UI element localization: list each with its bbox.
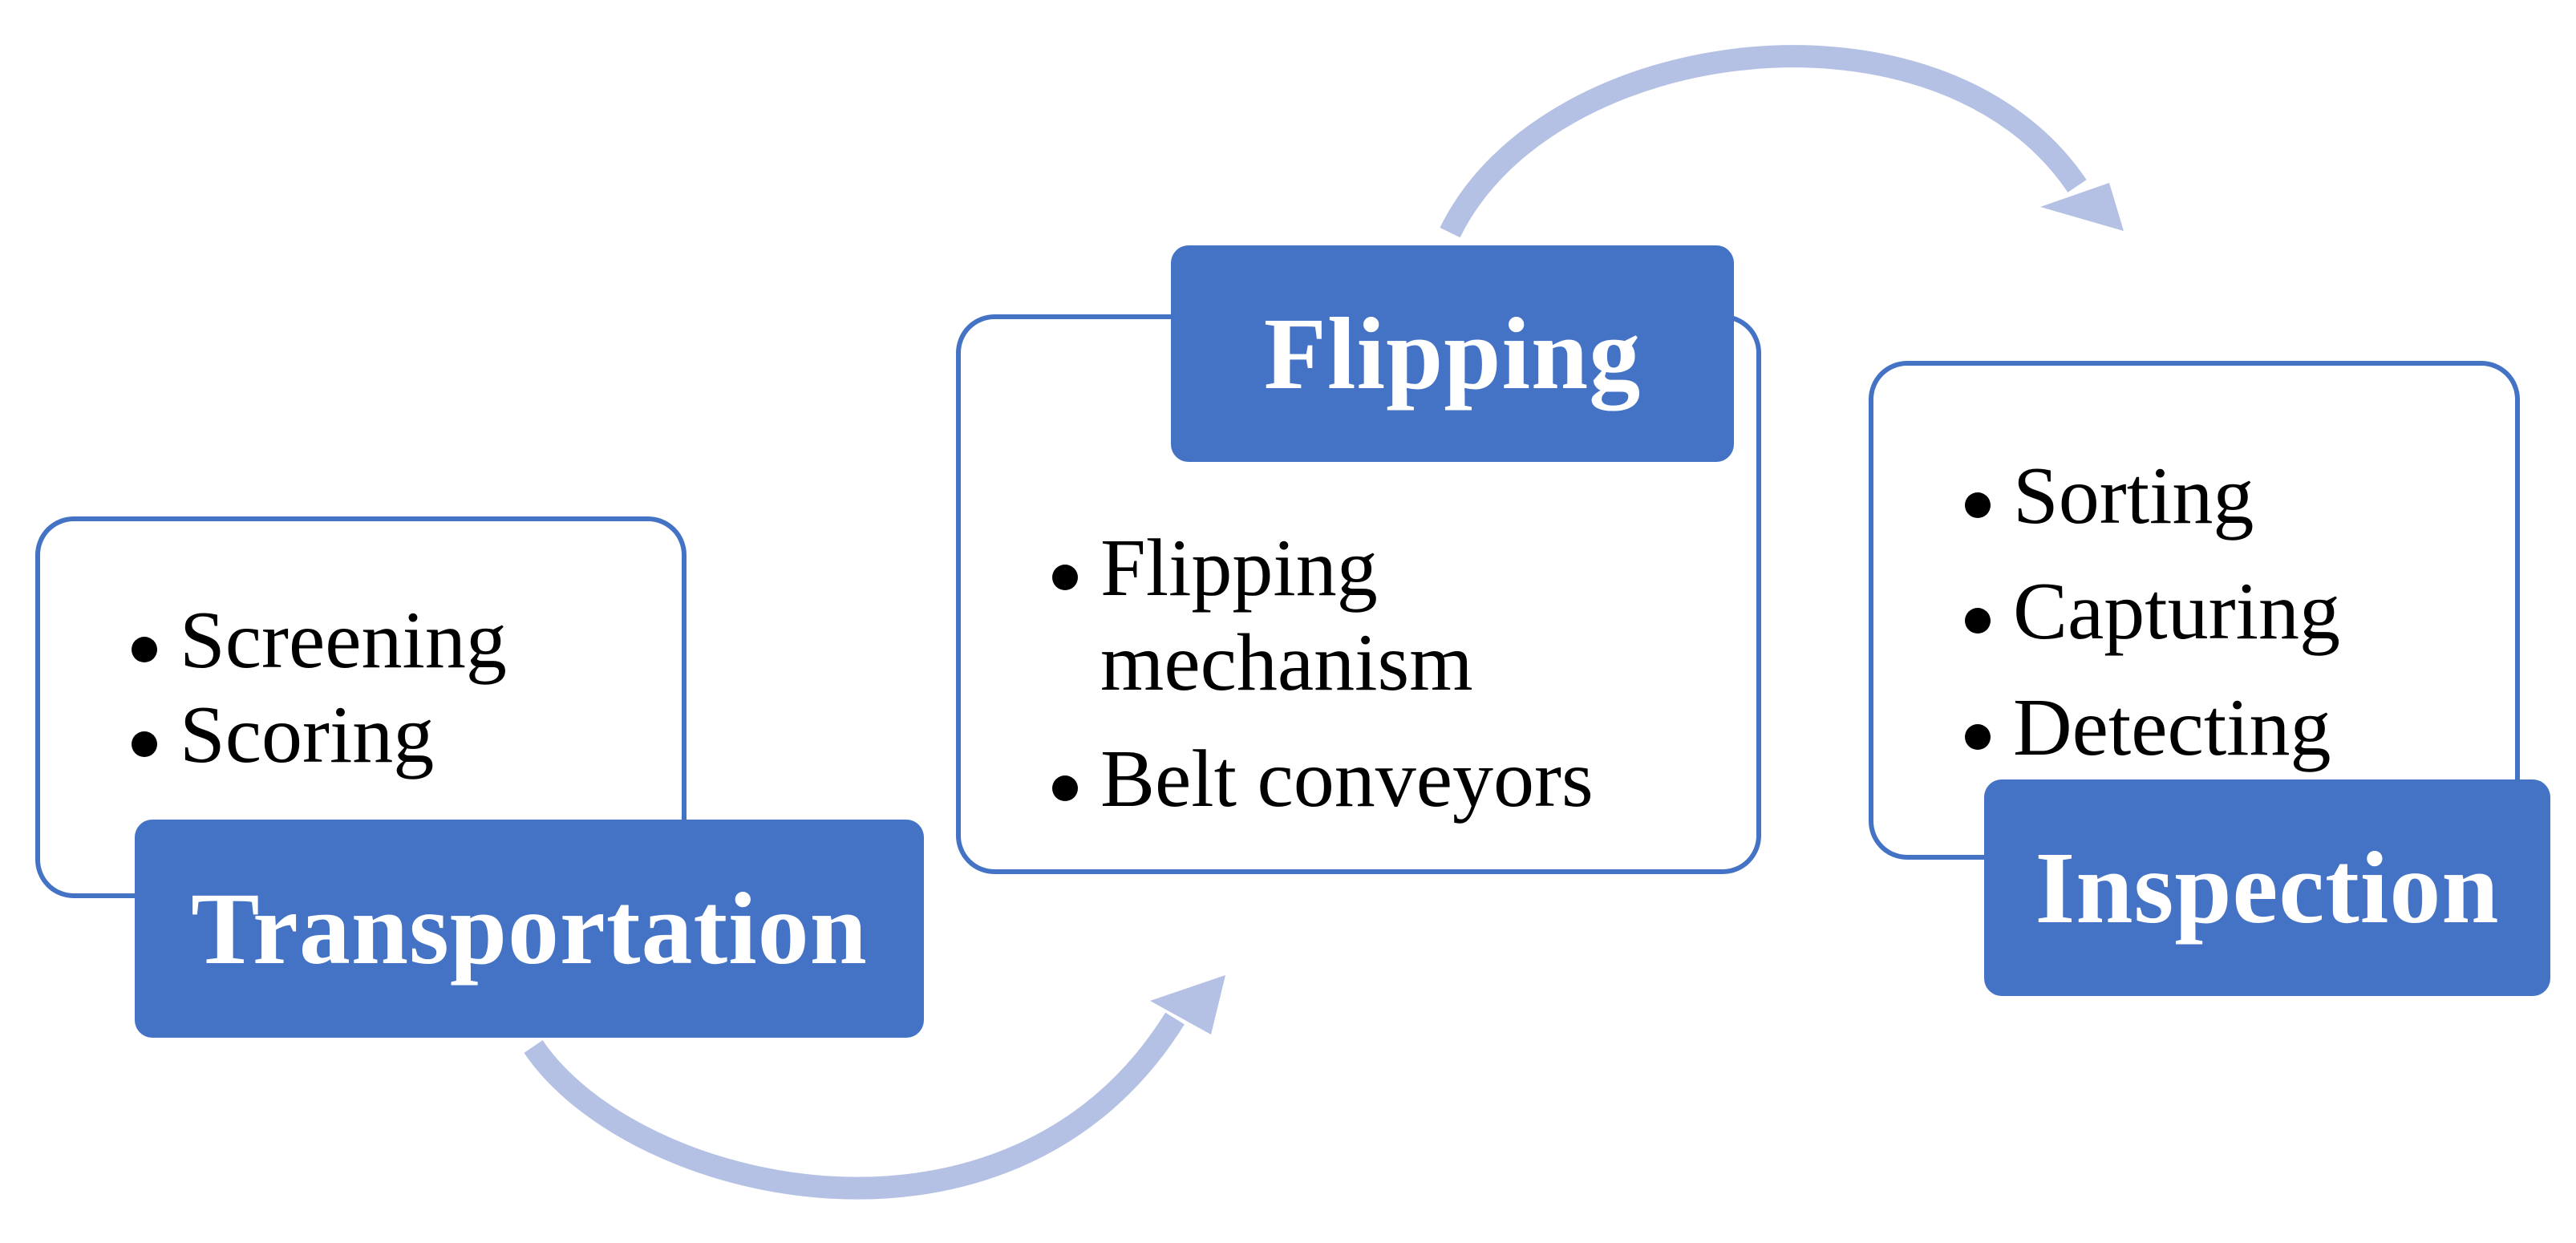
inspection-panel: Sorting Capturing Detecting bbox=[1869, 361, 2520, 860]
inspection-title: Inspection bbox=[1984, 779, 2550, 996]
list-item: Belt conveyors bbox=[1044, 732, 1702, 827]
arrow-transportation-to-flipping bbox=[524, 1012, 1185, 1200]
list-item: Sorting bbox=[1957, 449, 2340, 544]
transportation-list: Screening Scoring bbox=[124, 593, 507, 783]
transportation-panel: Screening Scoring bbox=[35, 516, 687, 898]
list-item: Scoring bbox=[124, 688, 507, 783]
flipping-list: Flipping mechanism Belt conveyors bbox=[1044, 521, 1702, 848]
arrowhead-to-flipping bbox=[1150, 975, 1225, 1034]
list-item: Flipping mechanism bbox=[1044, 521, 1702, 711]
list-item: Screening bbox=[124, 593, 507, 688]
flipping-title: Flipping bbox=[1171, 245, 1734, 462]
list-item: Detecting bbox=[1957, 681, 2340, 775]
list-item: Capturing bbox=[1957, 565, 2340, 659]
arrowhead-to-inspection bbox=[2040, 183, 2124, 231]
transportation-title: Transportation bbox=[135, 820, 924, 1038]
arrow-flipping-to-inspection bbox=[1440, 45, 2087, 238]
inspection-list: Sorting Capturing Detecting bbox=[1957, 449, 2340, 796]
